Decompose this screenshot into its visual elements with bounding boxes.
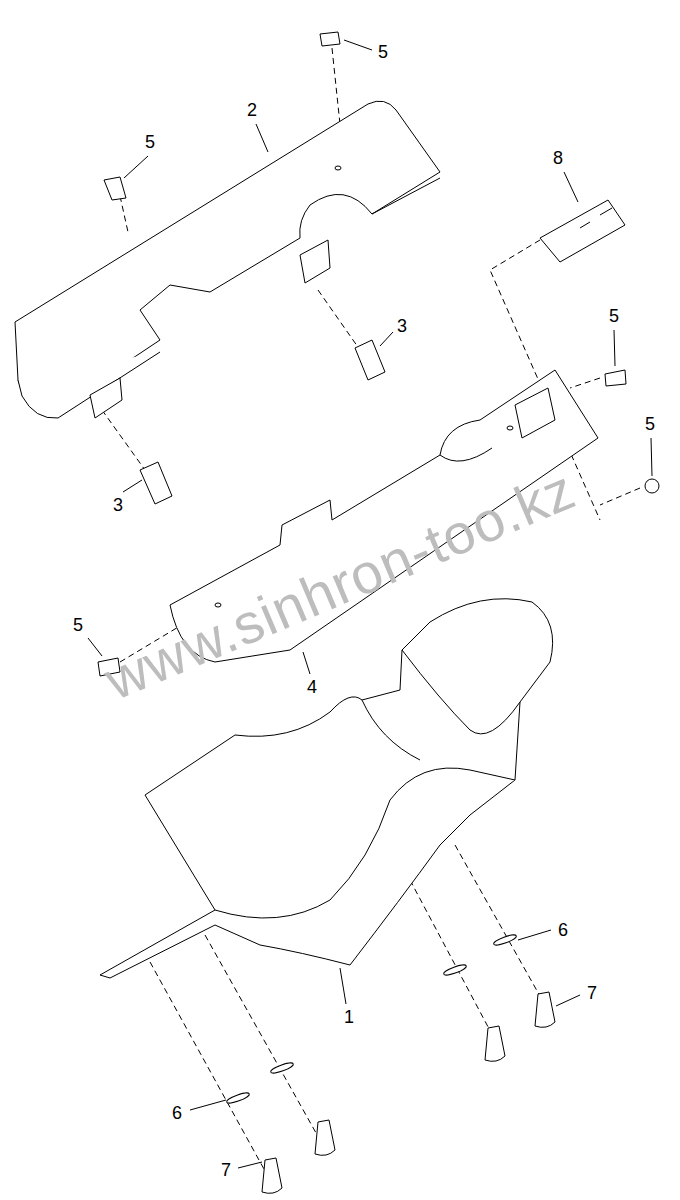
- washer: [226, 1091, 251, 1105]
- bolt: [535, 992, 555, 1027]
- cover-edge: [372, 178, 440, 214]
- assembly-axis: [455, 845, 545, 1005]
- screw-hole: [507, 426, 513, 430]
- leader-line: [88, 638, 102, 656]
- bracket-fold: [215, 768, 515, 918]
- leader-line: [651, 438, 652, 476]
- panel-window: [515, 388, 555, 438]
- callout-number: 3: [397, 317, 407, 335]
- callout-number: 5: [378, 43, 388, 61]
- leader-line: [303, 652, 310, 674]
- callout-number: 5: [73, 616, 83, 634]
- leader-line: [344, 40, 372, 50]
- callout-number: 8: [553, 149, 563, 167]
- assembly-axis: [102, 410, 145, 470]
- leader-line: [518, 930, 551, 940]
- leader-line: [238, 1162, 262, 1168]
- assembly-axis: [318, 290, 360, 350]
- cover-edge: [18, 352, 160, 418]
- leader-line: [123, 480, 142, 492]
- washer: [443, 963, 468, 977]
- leader-line: [564, 172, 578, 202]
- washer: [270, 1061, 295, 1075]
- screw: [645, 479, 659, 493]
- assembly-axis: [410, 880, 495, 1040]
- callout-number: 2: [247, 101, 257, 119]
- bracket-fold: [402, 650, 520, 734]
- assembly-axes: [102, 48, 640, 1180]
- callout-number: 1: [344, 1008, 354, 1026]
- callout-number: 6: [172, 1104, 182, 1122]
- leader-line: [614, 330, 615, 366]
- switch-arrow: [580, 208, 612, 228]
- callout-number: 3: [113, 496, 123, 514]
- leader-line: [340, 968, 346, 1004]
- assembly-axis: [600, 488, 640, 505]
- clip-nut: [140, 462, 172, 504]
- cover-tab: [90, 378, 122, 418]
- screw: [605, 370, 626, 386]
- panel-cutout: [440, 448, 492, 461]
- washer: [493, 933, 518, 947]
- screw-hole: [335, 166, 341, 170]
- screw: [320, 32, 340, 46]
- leader-line: [190, 1100, 226, 1110]
- leader-line: [556, 995, 580, 1006]
- cover-outline: [15, 101, 440, 412]
- leader-line: [124, 156, 148, 178]
- callout-number: 5: [145, 133, 155, 151]
- leader-line: [380, 332, 393, 346]
- bracket-fold: [362, 700, 420, 760]
- small-parts: [98, 32, 659, 1193]
- assembly-axis: [570, 378, 600, 388]
- bolt: [262, 1158, 282, 1193]
- callout-number: 7: [587, 984, 597, 1002]
- switch-body: [540, 200, 625, 262]
- leader-lines: [88, 40, 652, 1168]
- screw: [104, 177, 126, 200]
- callout-number: 7: [221, 1161, 231, 1179]
- assembly-axis: [120, 196, 128, 232]
- callout-number: 5: [609, 307, 619, 325]
- callout-number: 6: [558, 921, 568, 939]
- callout-number: 4: [307, 678, 317, 696]
- bolt: [315, 1120, 335, 1155]
- upper-cover: [15, 101, 440, 418]
- bolt: [485, 1026, 505, 1061]
- cover-tab: [300, 240, 330, 283]
- leader-line: [256, 124, 268, 152]
- callout-number: 5: [645, 415, 655, 433]
- assembly-axis: [205, 935, 320, 1140]
- assembly-axis: [150, 962, 270, 1180]
